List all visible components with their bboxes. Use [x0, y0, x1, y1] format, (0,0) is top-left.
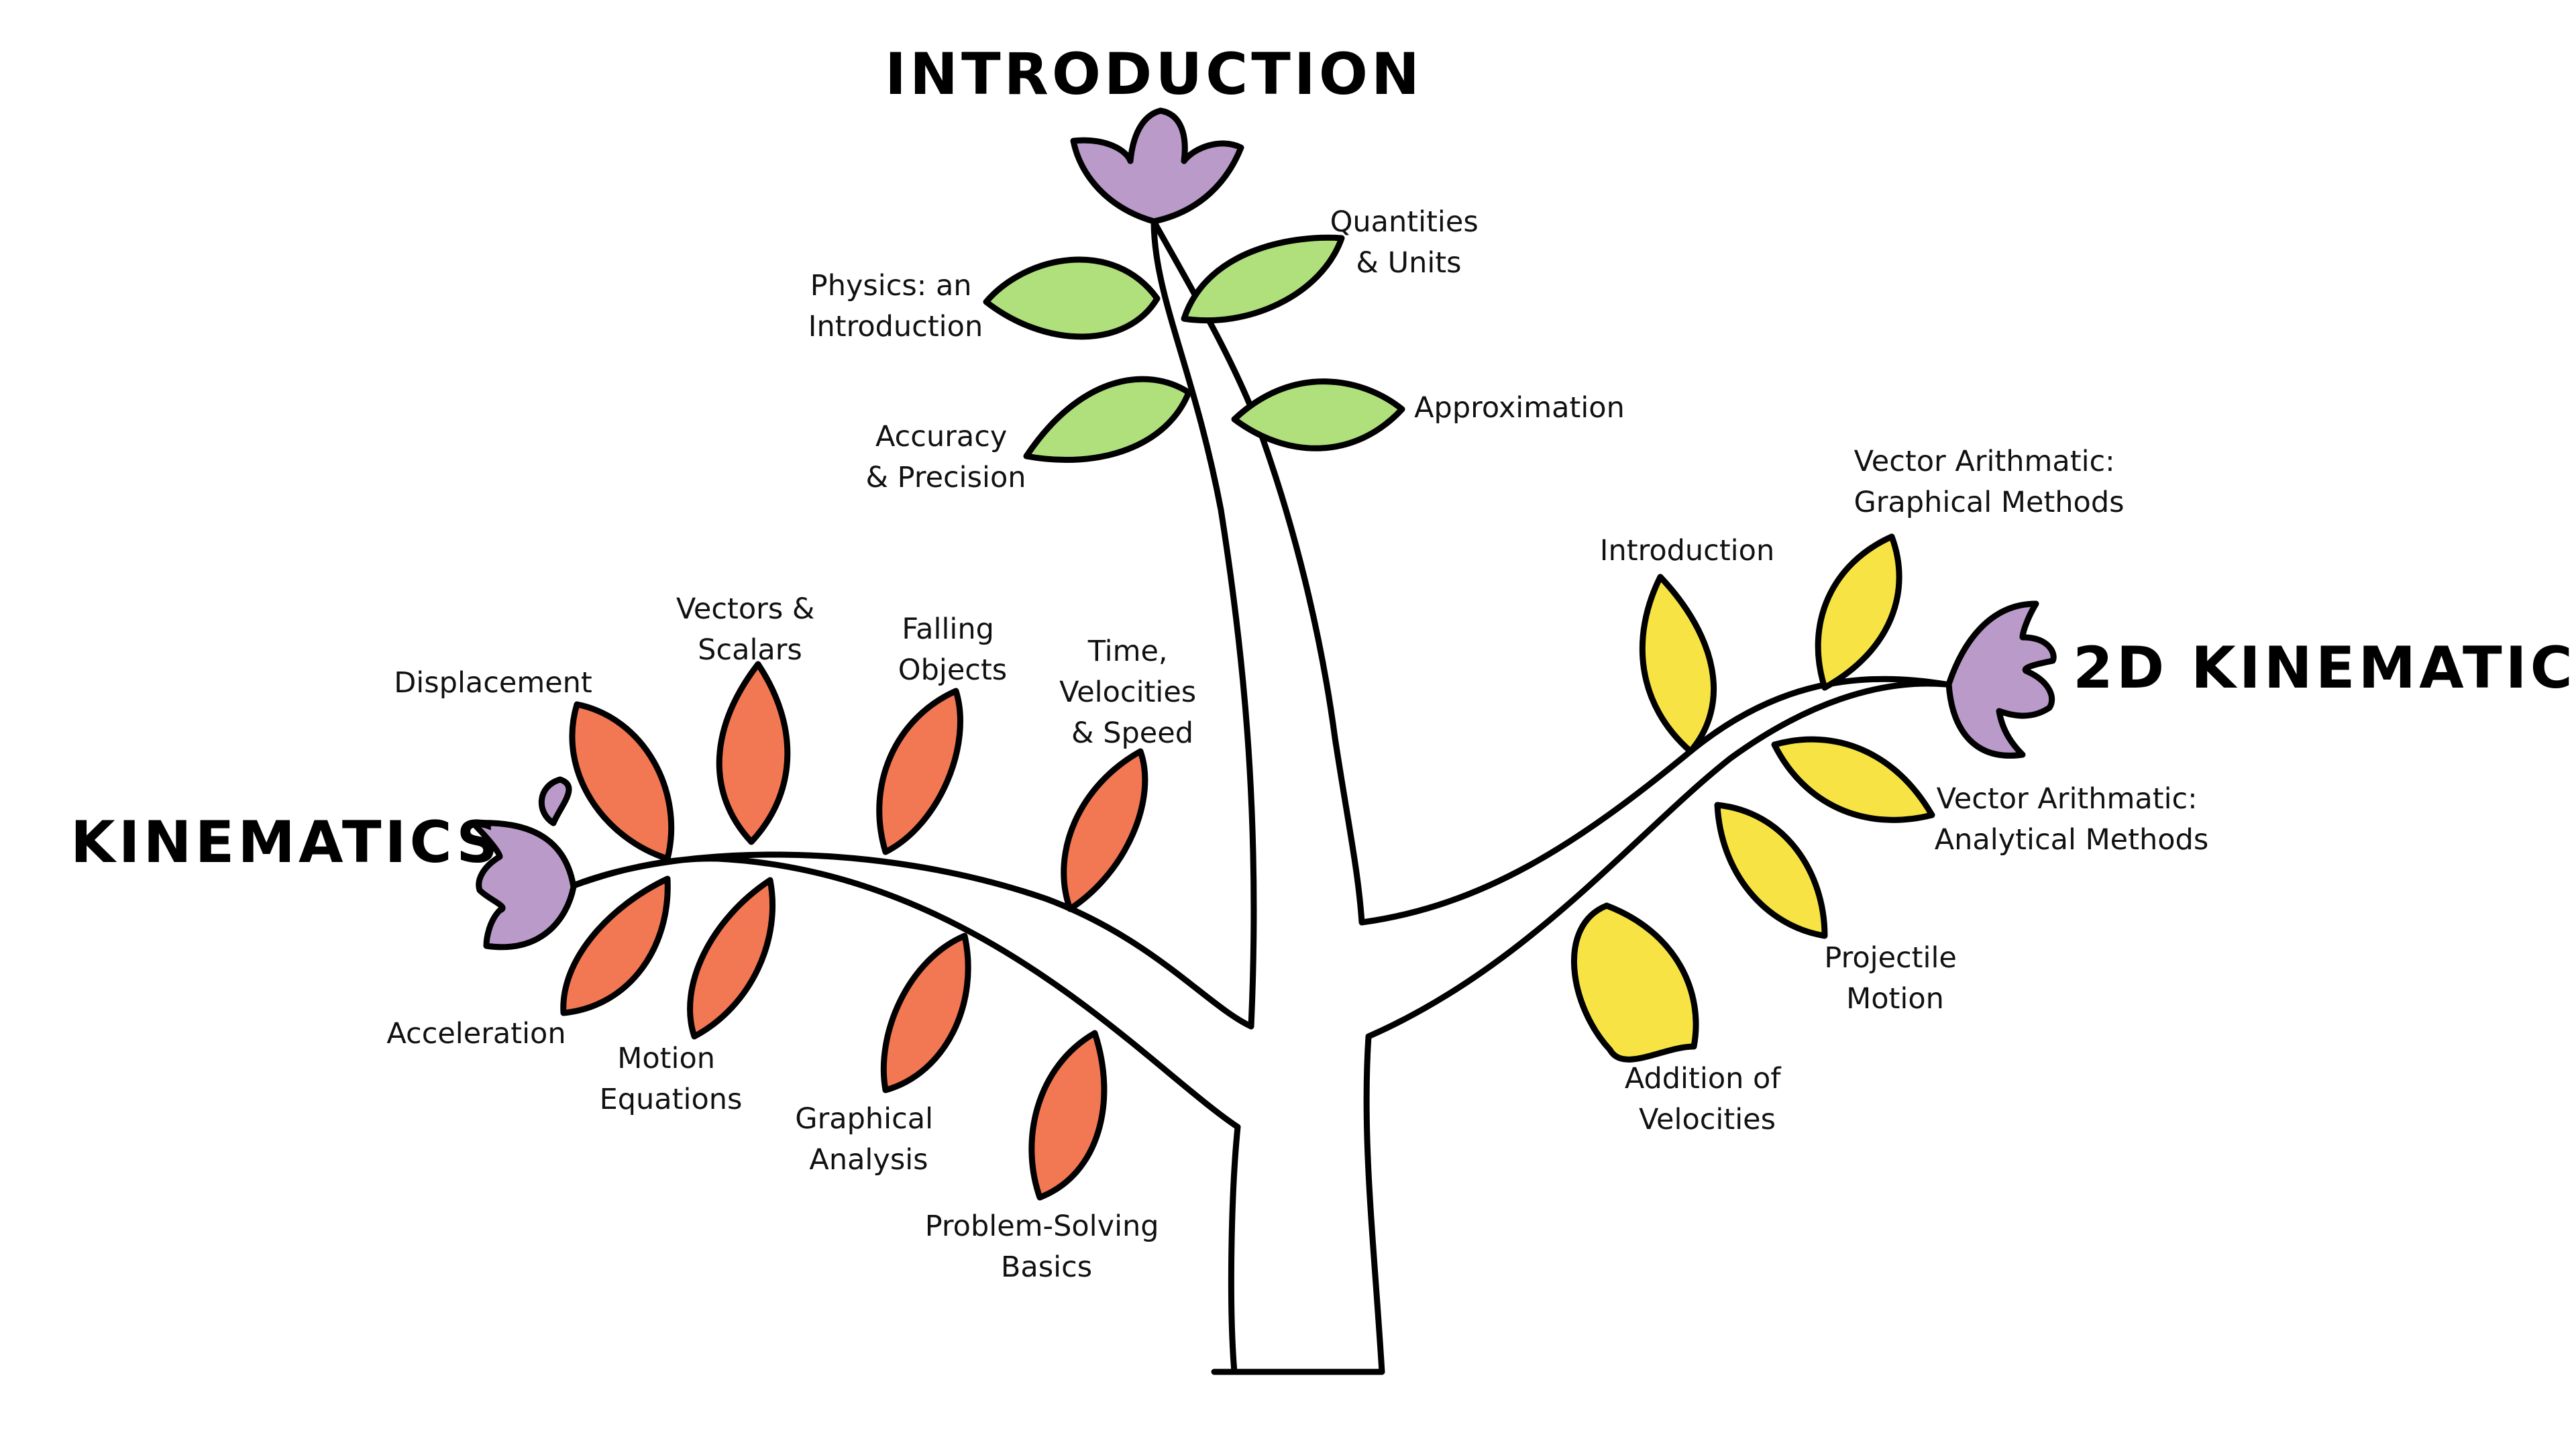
leaf-problem[interactable]	[1028, 1030, 1108, 1201]
tree-trunk	[567, 218, 1949, 1375]
label-vectors: Vectors & Scalars	[676, 592, 824, 667]
trunk-shape	[567, 218, 1949, 1375]
label-vector-graphical: Vector Arithmatic: Graphical Methods	[1854, 445, 2124, 519]
kinematics-title: KINEMATICS	[70, 809, 501, 876]
label-falling: Falling Objects	[898, 612, 1007, 687]
leaf-accuracy[interactable]	[1023, 376, 1192, 463]
leaf-intro2d[interactable]	[1639, 574, 1717, 755]
label-physics: Physics: an Introduction	[808, 269, 983, 343]
leaf-vector-graphical[interactable]	[1815, 533, 1902, 691]
introduction-leaves	[983, 234, 1405, 463]
leaf-time[interactable]	[1061, 748, 1148, 912]
leaf-approximation[interactable]	[1231, 378, 1405, 451]
introduction-title: INTRODUCTION	[885, 41, 1423, 108]
leaf-quantities[interactable]	[1181, 234, 1345, 324]
leaf-displacement[interactable]	[569, 701, 675, 862]
label-intro2d: Introduction	[1600, 534, 1774, 568]
leaf-falling[interactable]	[876, 688, 963, 855]
label-graphical: Graphical Analysis	[795, 1102, 942, 1177]
label-vector-analytical: Vector Arithmatic: Analytical Methods	[1935, 782, 2209, 857]
introduction-flower[interactable]	[1070, 107, 1244, 225]
kinematics2d-flower[interactable]	[1945, 600, 2057, 759]
flower-shape	[470, 776, 577, 951]
leaf-physics[interactable]	[983, 256, 1161, 340]
leaf-vectors[interactable]	[716, 661, 791, 845]
label-motion: Motion Equations	[600, 1042, 743, 1116]
label-quantities: Quantities & Units	[1330, 205, 1488, 280]
flower-shape	[1070, 107, 1244, 225]
leaf-vector-analytical[interactable]	[1771, 736, 1935, 823]
label-velocities: Addition of Velocities	[1625, 1062, 1790, 1136]
leaf-graphical[interactable]	[880, 932, 971, 1093]
kinematics2d-leaves	[1570, 533, 1935, 1063]
leaf-acceleration[interactable]	[560, 875, 671, 1016]
kinematics-flower[interactable]	[470, 776, 577, 951]
label-displacement: Displacement	[394, 666, 592, 700]
label-approximation: Approximation	[1414, 391, 1625, 425]
label-acceleration: Acceleration	[386, 1017, 566, 1051]
flower-shape	[1945, 600, 2057, 759]
label-problem: Problem-Solving Basics	[925, 1210, 1168, 1284]
leaf-projectile[interactable]	[1714, 802, 1828, 939]
kinematics-leaves	[560, 661, 1148, 1201]
label-accuracy: Accuracy & Precision	[865, 420, 1026, 494]
leaf-velocities[interactable]	[1570, 902, 1699, 1063]
label-projectile: Projectile Motion	[1824, 941, 1966, 1016]
kinematics2d-title: 2D KINEMATICS	[2073, 635, 2576, 702]
leaf-motion[interactable]	[687, 877, 775, 1040]
label-time: Time, Velocities & Speed	[1059, 635, 1205, 750]
